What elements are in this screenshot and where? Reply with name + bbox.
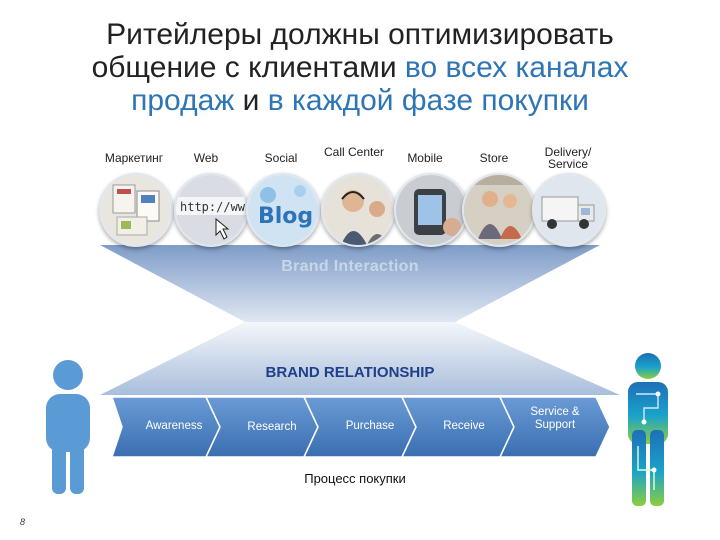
store-image-icon: [462, 173, 536, 247]
connected-customer-figure-icon: [628, 353, 668, 506]
customer-figure-icon: [46, 360, 90, 494]
delivery-truck-image-icon: [532, 173, 606, 247]
process-chain: [110, 396, 611, 458]
channel-label-social: Social: [264, 151, 298, 165]
title-highlight-phases: в каждой фазе покупки: [267, 84, 589, 117]
process-step-purchase: Purchase: [345, 420, 395, 432]
svg-text:http://ww: http://ww: [180, 200, 246, 214]
process-step-receive: Receive: [443, 420, 485, 432]
process-step-service-shape: [498, 396, 611, 458]
funnel-bottom: [100, 322, 620, 395]
process-step-research: Research: [247, 421, 297, 433]
channel-label-call-center: Call Center: [323, 145, 385, 159]
page-number: 8: [20, 517, 26, 527]
web-image-icon: http://ww: [174, 173, 248, 247]
channel-label-web: Web: [193, 151, 219, 165]
social-blog-image-icon: Blog: [246, 173, 320, 247]
title-part-1: Ритейлеры должны оптимизировать общение …: [91, 18, 614, 84]
title-part-3: и: [234, 84, 268, 117]
process-step-awareness: Awareness: [145, 420, 203, 432]
title-highlight-channels: во всех каналах продаж: [131, 51, 629, 117]
call-center-image-icon: [321, 173, 395, 247]
mobile-image-icon: [394, 173, 468, 247]
funnel-top: [100, 245, 600, 322]
marketing-image-icon: [99, 173, 173, 247]
slide-title: Ритейлеры должны оптимизировать общение …: [40, 18, 680, 117]
brand-relationship-label: BRAND RELATIONSHIP: [265, 364, 435, 381]
channel-label-delivery: Delivery/ Service: [544, 145, 592, 171]
purchase-process-caption: Процесс покупки: [304, 471, 406, 486]
channel-label-marketing: Маркетинг: [104, 151, 164, 165]
channel-label-mobile: Mobile: [407, 151, 443, 165]
svg-text:Blog: Blog: [258, 204, 313, 229]
process-step-service-support: Service & Support: [530, 406, 580, 431]
channel-label-store: Store: [479, 151, 509, 165]
brand-interaction-label: Brand Interaction: [281, 258, 419, 275]
